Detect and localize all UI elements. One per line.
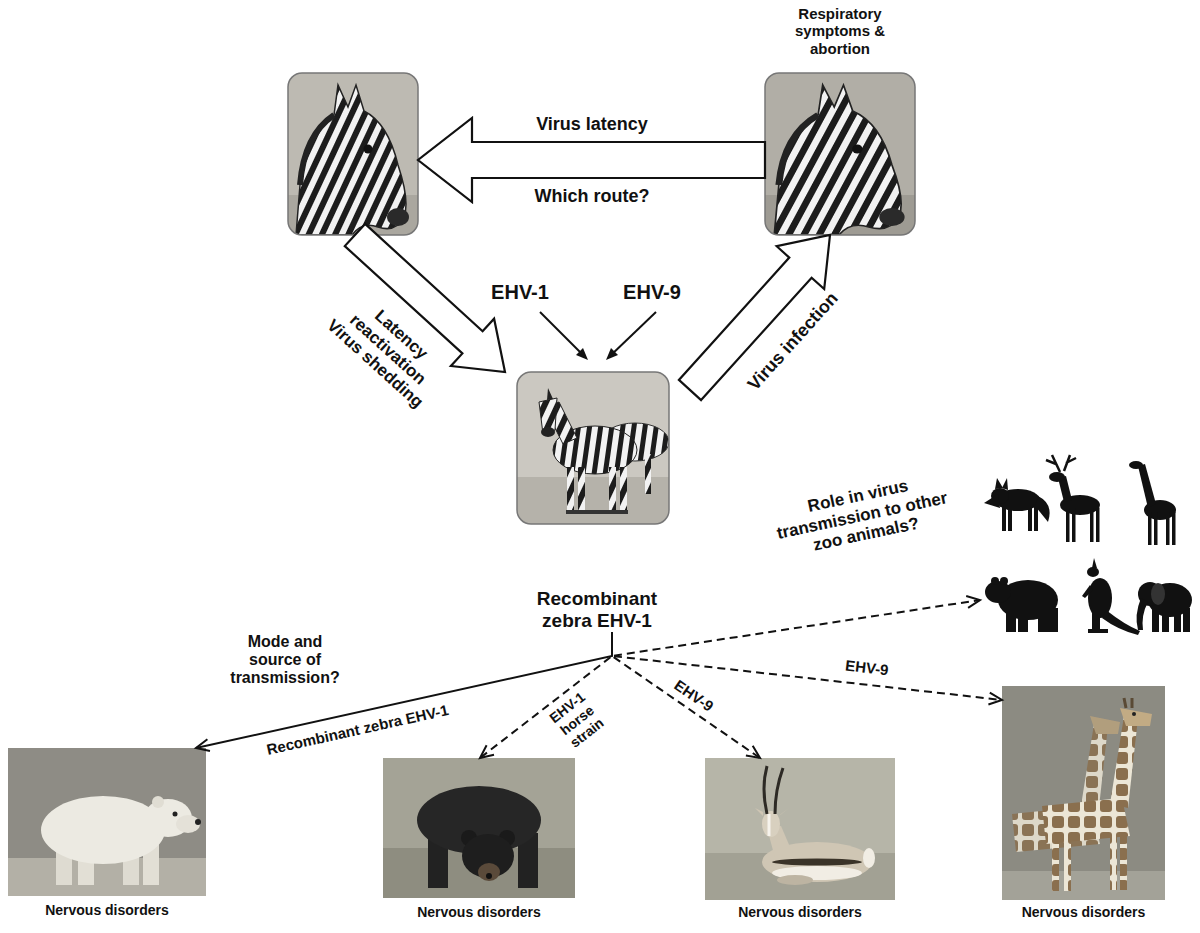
arrowhead [746, 746, 760, 758]
giraffe-photo: Nervous disorders [1002, 686, 1165, 920]
annotation-text: Mode and source of transmission? [223, 633, 348, 688]
node-caption: Nervous disorders [1002, 904, 1165, 920]
edge-label: Latency reactivation Virus shedding [319, 283, 456, 415]
edge-label: Role in virus transmission to other zoo … [768, 467, 956, 562]
gazelle-photo: Nervous disorders [705, 758, 895, 920]
node-caption: Respiratory symptoms & abortion [792, 5, 888, 57]
leader-arrow [540, 312, 656, 357]
zebra-photo: Recombinant zebra EHV-1 [505, 372, 690, 632]
edge-label: EHV-1 horse strain [543, 686, 611, 754]
transmission-arrow [612, 632, 1002, 705]
animal-silhouettes [980, 455, 1198, 635]
transmission-arrow [612, 596, 980, 656]
node-caption: Recombinant zebra EHV-1 [527, 588, 667, 632]
arrowhead [988, 693, 1002, 705]
black-bear-photo: Nervous disorders [383, 758, 575, 920]
annotation-text: Which route? [492, 186, 692, 207]
connector-line [612, 600, 980, 656]
connector-line [196, 632, 612, 748]
edge-label: EHV-9 [831, 655, 903, 680]
annotation-text: EHV-1 [480, 281, 560, 304]
arrowhead [196, 739, 210, 751]
edge-label: EHV-9 [660, 668, 727, 722]
arrowhead [966, 596, 980, 608]
connector-line [612, 632, 1002, 700]
transmission-arrow [196, 632, 612, 751]
annotation-text: EHV-9 [612, 281, 692, 304]
connector-line [612, 632, 760, 758]
transmission-arrow [612, 632, 760, 758]
animal-silhouettes [984, 455, 1192, 635]
transmission-arrow [480, 632, 612, 758]
node-caption: Nervous disorders [8, 902, 206, 918]
polar-bear-photo: Nervous disorders [8, 748, 206, 918]
arrowhead [480, 745, 494, 758]
connector-line [480, 632, 612, 758]
node-caption: Nervous disorders [383, 904, 575, 920]
node-caption: Nervous disorders [705, 904, 895, 920]
zebra-photo [288, 73, 418, 235]
edge-label: Virus infection [728, 271, 857, 411]
edge-label: Recombinant zebra EHV-1 [250, 697, 464, 760]
edge-label: Virus latency [492, 114, 692, 135]
zebra-photo: Respiratory symptoms & abortion [765, 5, 915, 235]
